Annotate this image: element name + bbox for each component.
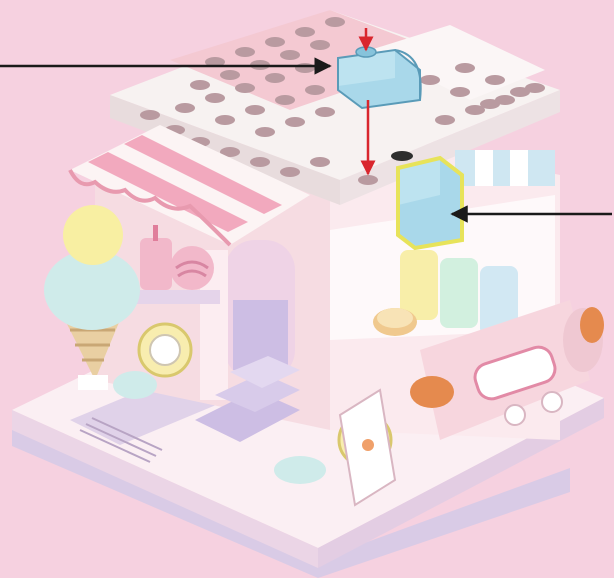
roof-stud: [420, 75, 440, 85]
smoothie-cup: [140, 238, 172, 290]
donut: [373, 308, 417, 336]
roof-stud: [280, 50, 300, 60]
roof-stud: [265, 73, 285, 83]
roof-stud: [315, 107, 335, 117]
roof-stud: [265, 37, 285, 47]
roof-stud: [140, 110, 160, 120]
roof-stud: [255, 127, 275, 137]
roof-stud: [235, 47, 255, 57]
roof-stud: [310, 157, 330, 167]
roof-stud: [455, 63, 475, 73]
roof-stud: [190, 80, 210, 90]
roof-stud: [310, 40, 330, 50]
roof-stud: [285, 117, 305, 127]
roof-stud: [250, 157, 270, 167]
target-stud: [358, 175, 378, 185]
roof-stud: [175, 103, 195, 113]
roof-stud: [295, 63, 315, 73]
roof-stud: [275, 95, 295, 105]
roof-stud: [495, 95, 515, 105]
roof-stud: [325, 17, 345, 27]
roof-stud: [485, 75, 505, 85]
roof-stud: [220, 70, 240, 80]
roof-stud: [465, 105, 485, 115]
blue-bracket-piece-new: [391, 151, 462, 248]
roof-stud: [450, 87, 470, 97]
blue-bracket-piece-top: [338, 47, 421, 108]
blue-awning: [455, 150, 555, 186]
roof-stud: [245, 105, 265, 115]
roof-stud: [215, 115, 235, 125]
roof-stud: [205, 93, 225, 103]
roof-stud: [525, 83, 545, 93]
roof-stud: [305, 85, 325, 95]
roof-stud: [435, 115, 455, 125]
roof-stud: [280, 167, 300, 177]
roof-stud: [235, 83, 255, 93]
roof-stud: [295, 27, 315, 37]
